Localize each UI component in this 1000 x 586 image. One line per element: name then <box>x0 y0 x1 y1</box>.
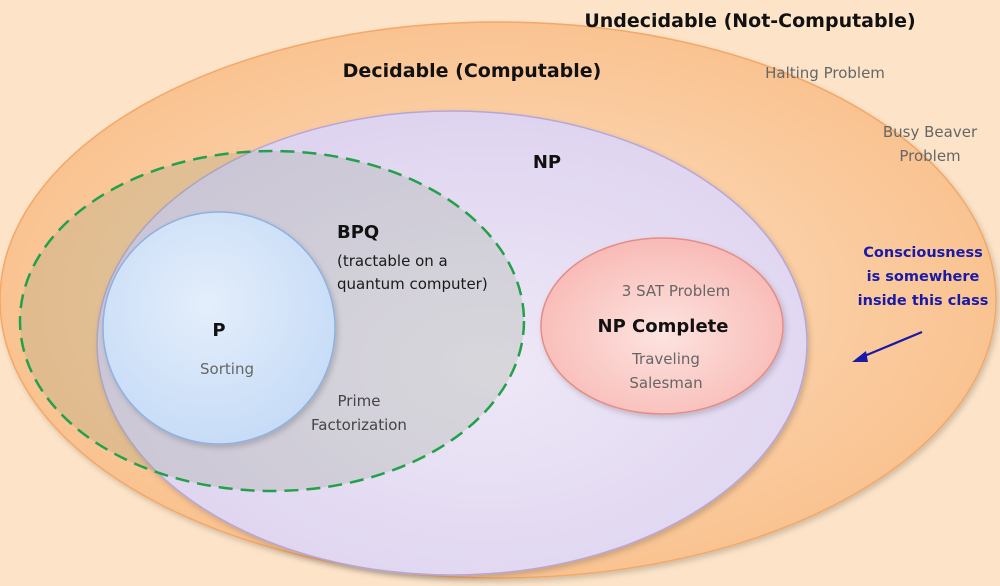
decidable-label: Decidable (Computable) <box>342 60 602 82</box>
sorting-label: Sorting <box>200 360 254 378</box>
np-complete-region <box>540 237 784 415</box>
consciousness-line2: is somewhere <box>866 269 980 285</box>
busy-beaver-label-line2: Problem <box>899 147 961 165</box>
np-complete-label: NP Complete <box>597 316 729 337</box>
halting-label: Halting Problem <box>765 64 885 82</box>
prime-label-line1: Prime <box>337 392 381 410</box>
traveling-label-line1: Traveling <box>632 350 700 368</box>
undecidable-label: Undecidable (Not-Computable) <box>584 10 916 32</box>
traveling-label-line2: Salesman <box>629 374 703 392</box>
sat-label: 3 SAT Problem <box>621 282 731 300</box>
consciousness-line1: Consciousness <box>863 245 983 261</box>
np-label: NP <box>532 152 562 173</box>
busy-beaver-label-line1: Busy Beaver <box>882 123 978 141</box>
prime-label-line2: Factorization <box>311 416 407 434</box>
bpq-subtitle-line1: (tractable on a <box>337 252 448 270</box>
bpq-subtitle-line2: quantum computer) <box>337 275 488 293</box>
p-region <box>102 211 336 445</box>
bpq-boundary <box>18 149 526 493</box>
arrow-icon <box>852 330 923 362</box>
consciousness-line3: inside this class <box>857 293 989 309</box>
bpq-label: BPQ <box>337 222 380 243</box>
p-label: P <box>212 320 226 341</box>
